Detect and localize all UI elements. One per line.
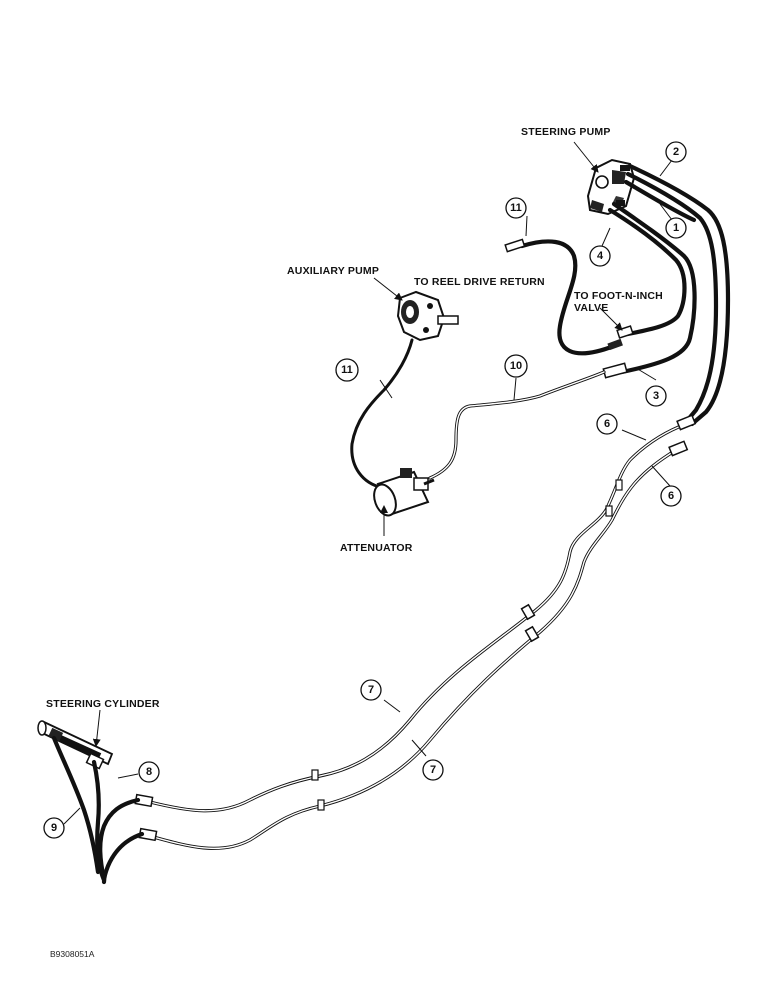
tubes-6-7 xyxy=(134,414,697,850)
callout-3: 3 xyxy=(645,385,667,407)
tube-10 xyxy=(428,370,606,480)
label-foot-n-inch-line2: VALVE xyxy=(574,302,609,314)
leader-lines xyxy=(63,141,673,825)
callout-6-upper-number: 6 xyxy=(604,418,610,430)
callout-10-number: 10 xyxy=(510,360,522,372)
label-foot-n-inch-line1: TO FOOT-N-INCH xyxy=(574,290,663,302)
callout-7-upper: 7 xyxy=(360,679,382,701)
pump-hoses xyxy=(607,163,731,427)
hoses-8-9 xyxy=(51,735,145,885)
figure-code: B9308051A xyxy=(50,949,95,959)
auxiliary-pump xyxy=(396,290,459,342)
callout-2: 2 xyxy=(665,141,687,163)
callout-10: 10 xyxy=(504,354,528,378)
callout-2-number: 2 xyxy=(673,146,679,158)
callout-11: 11 xyxy=(335,358,359,382)
label-reel-drive-return: TO REEL DRIVE RETURN xyxy=(414,276,545,288)
callout-7-lower-number: 7 xyxy=(430,764,436,776)
callout-4-number: 4 xyxy=(597,250,604,262)
callout-1: 1 xyxy=(665,217,687,239)
steering-cylinder xyxy=(37,720,114,770)
hose-5-reel-drive-return xyxy=(504,238,623,356)
hose-11 xyxy=(350,338,414,490)
callout-3-number: 3 xyxy=(653,390,659,402)
callout-5-number: 11 xyxy=(510,202,522,214)
callout-5: 11 xyxy=(505,197,527,219)
label-steering-pump: STEERING PUMP xyxy=(521,126,611,138)
callout-7-lower: 7 xyxy=(422,759,444,781)
callout-6-upper: 6 xyxy=(596,413,618,435)
foot-n-inch-fittings xyxy=(602,325,634,379)
callout-4: 4 xyxy=(589,245,611,267)
callout-6-lower-number: 6 xyxy=(668,490,674,502)
label-attenuator: ATTENUATOR xyxy=(340,542,413,554)
callout-9-number: 9 xyxy=(51,822,57,834)
callout-6-lower: 6 xyxy=(660,485,682,507)
attenuator xyxy=(373,468,435,517)
callout-9: 9 xyxy=(43,817,65,839)
callout-11-number: 11 xyxy=(341,364,353,376)
callout-7-upper-number: 7 xyxy=(368,684,374,696)
callout-8-number: 8 xyxy=(146,766,152,778)
callout-1-number: 1 xyxy=(673,222,679,234)
label-auxiliary-pump: AUXILIARY PUMP xyxy=(287,265,380,277)
callout-8: 8 xyxy=(138,761,160,783)
label-steering-cylinder: STEERING CYLINDER xyxy=(46,698,160,710)
